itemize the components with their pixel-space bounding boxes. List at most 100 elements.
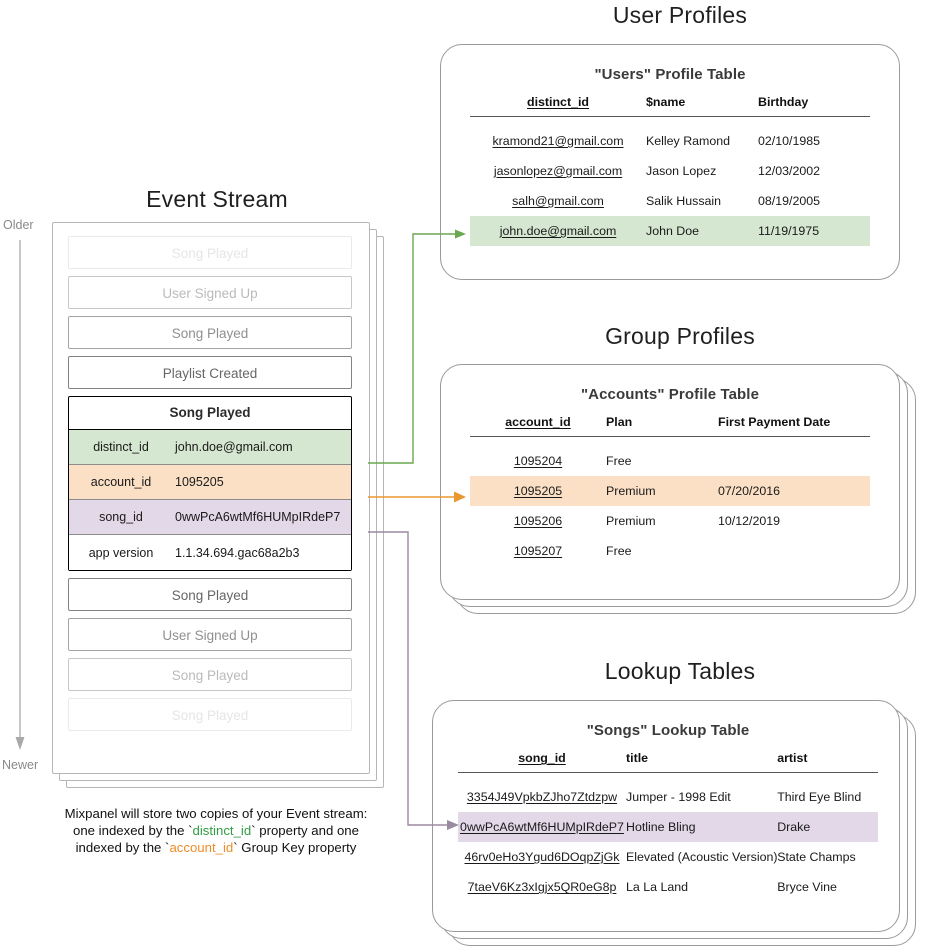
table-row[interactable]: 1095207 Free — [470, 536, 870, 566]
expanded-event-name: Song Played — [69, 397, 351, 430]
caption-token-distinct-id: distinct_id — [192, 823, 252, 838]
event-property-key: account_id — [90, 475, 152, 489]
user-profiles-content: "Users" Profile Table distinct_id $name … — [440, 44, 900, 246]
caption-token-account-id: account_id — [169, 840, 234, 855]
cell-distinct-id: john.doe@gmail.com — [470, 216, 646, 246]
cell-artist: Drake — [777, 812, 878, 842]
group-profiles-panel: "Accounts" Profile Table account_id Plan… — [440, 364, 920, 614]
user-profiles-title: User Profiles — [612, 2, 748, 28]
cell-birthday: 08/19/2005 — [758, 194, 821, 208]
accounts-table-title: "Accounts" Profile Table — [580, 386, 760, 403]
event-property-row: distinct_id john.doe@gmail.com — [69, 430, 351, 465]
header-spacer — [470, 117, 870, 127]
axis-label-older: Older — [3, 218, 34, 232]
cell-first-payment-date — [718, 536, 870, 566]
event-property-key: distinct_id — [93, 440, 149, 454]
cell-account-id: 1095204 — [513, 454, 563, 468]
cell-title: Elevated (Acoustic Version) — [626, 850, 778, 864]
column-header: distinct_id — [470, 95, 646, 117]
table-row[interactable]: salh@gmail.com Salik Hussain 08/19/2005 — [470, 186, 870, 216]
event-card[interactable]: User Signed Up — [68, 618, 352, 651]
cell-song-id: 3354J49VpkbZJho7Ztdzpw — [466, 790, 618, 804]
cell-title: La La Land — [626, 880, 689, 894]
caption-line-3-suffix: ` Group Key property — [233, 840, 357, 855]
table-row-highlighted[interactable]: john.doe@gmail.com John Doe 11/19/1975 — [470, 216, 870, 246]
cell-distinct-id: jasonlopez@gmail.com — [493, 164, 623, 178]
cell-first-payment-date: 10/12/2019 — [718, 514, 781, 528]
time-axis-arrow-icon — [15, 240, 25, 750]
event-property-key: app version — [88, 545, 154, 560]
event-card[interactable]: Song Played — [68, 236, 352, 269]
cell-song-id: 46rv0eHo3Ygud6DOqpZjGk — [464, 850, 620, 864]
cell-distinct-id: salh@gmail.com — [512, 194, 604, 208]
cell-title: Hotline Bling — [626, 812, 778, 842]
header-spacer — [470, 437, 870, 447]
cell-title: Jumper - 1998 Edit — [626, 790, 731, 804]
column-header: title — [626, 751, 778, 773]
event-stream-title: Event Stream — [146, 186, 288, 212]
caption-line-2-prefix: one indexed by the ` — [73, 823, 193, 838]
cell-song-id: 7taeV6Kz3xIgjx5QR0eG8p — [467, 880, 617, 894]
cell-first-payment-date — [718, 446, 870, 476]
caption-line-2-suffix: ` property and one — [251, 823, 359, 838]
cell-name: John Doe — [646, 216, 758, 246]
songs-table-title: "Songs" Lookup Table — [586, 722, 750, 739]
column-header: song_id — [458, 751, 626, 773]
table-row[interactable]: kramond21@gmail.com Kelley Ramond 02/10/… — [470, 126, 870, 156]
cell-account-id: 1095205 — [470, 476, 606, 506]
event-property-value: 0wwPcA6wtMf6HUMpIRdeP7 — [175, 510, 341, 524]
header-spacer — [458, 773, 878, 783]
cell-plan: Free — [606, 454, 632, 468]
time-axis: Older Newer — [0, 218, 62, 778]
cell-artist: State Champs — [777, 850, 856, 864]
event-card[interactable]: Song Played — [68, 698, 352, 731]
axis-label-newer: Newer — [2, 758, 39, 772]
column-header: $name — [646, 95, 758, 117]
cell-artist: Bryce Vine — [777, 880, 837, 894]
event-card[interactable]: Song Played — [68, 578, 352, 611]
table-row[interactable]: jasonlopez@gmail.com Jason Lopez 12/03/2… — [470, 156, 870, 186]
caption-line-1: Mixpanel will store two copies of your E… — [64, 806, 368, 821]
table-row-highlighted[interactable]: 0wwPcA6wtMf6HUMpIRdeP7 Hotline Bling Dra… — [458, 812, 878, 842]
event-stream-panel: Song Played User Signed Up Song Played P… — [52, 222, 392, 792]
table-row-highlighted[interactable]: 1095205 Premium 07/20/2016 — [470, 476, 870, 506]
cell-distinct-id: kramond21@gmail.com — [492, 134, 624, 148]
cell-artist: Third Eye Blind — [777, 790, 862, 804]
table-row[interactable]: 46rv0eHo3Ygud6DOqpZjGk Elevated (Acousti… — [458, 842, 878, 872]
cell-plan: Free — [606, 544, 632, 558]
users-table-title: "Users" Profile Table — [594, 66, 746, 83]
event-property-row: account_id 1095205 — [69, 465, 351, 500]
event-property-value: 1.1.34.694.gac68a2b3 — [175, 545, 300, 560]
songs-lookup-table: song_id title artist 3354J49VpkbZJho7Ztd… — [458, 751, 878, 902]
group-profiles-content: "Accounts" Profile Table account_id Plan… — [440, 364, 900, 566]
lookup-tables-title: Lookup Tables — [604, 658, 756, 684]
cell-plan: Premium — [606, 476, 718, 506]
event-card[interactable]: Playlist Created — [68, 356, 352, 389]
cell-birthday: 11/19/1975 — [758, 216, 870, 246]
event-property-value: 1095205 — [175, 475, 224, 489]
table-row[interactable]: 1095206 Premium 10/12/2019 — [470, 506, 870, 536]
cell-birthday: 12/03/2002 — [758, 164, 821, 178]
table-row[interactable]: 3354J49VpkbZJho7Ztdzpw Jumper - 1998 Edi… — [458, 782, 878, 812]
diagram-caption: Mixpanel will store two copies of your E… — [36, 805, 396, 856]
event-property-row: song_id 0wwPcA6wtMf6HUMpIRdeP7 — [69, 500, 351, 535]
cell-first-payment-date: 07/20/2016 — [718, 476, 870, 506]
column-header: artist — [777, 751, 878, 773]
column-header: Plan — [606, 415, 718, 437]
column-header: First Payment Date — [718, 415, 870, 437]
table-row[interactable]: 7taeV6Kz3xIgjx5QR0eG8p La La Land Bryce … — [458, 872, 878, 902]
event-property-value: john.doe@gmail.com — [175, 440, 293, 454]
event-card[interactable]: Song Played — [68, 658, 352, 691]
event-card[interactable]: User Signed Up — [68, 276, 352, 309]
expanded-event-card[interactable]: Song Played distinct_id john.doe@gmail.c… — [68, 396, 352, 571]
cell-account-id: 1095206 — [513, 514, 563, 528]
cell-song-id: 0wwPcA6wtMf6HUMpIRdeP7 — [458, 812, 626, 842]
event-property-key: song_id — [99, 510, 143, 524]
event-card[interactable]: Song Played — [68, 316, 352, 349]
cell-plan: Premium — [606, 514, 656, 528]
users-profile-table: distinct_id $name Birthday kramond21@gma… — [470, 95, 870, 246]
event-property-row: app version 1.1.34.694.gac68a2b3 — [69, 535, 351, 570]
table-header-row: distinct_id $name Birthday — [470, 95, 870, 117]
table-row[interactable]: 1095204 Free — [470, 446, 870, 476]
